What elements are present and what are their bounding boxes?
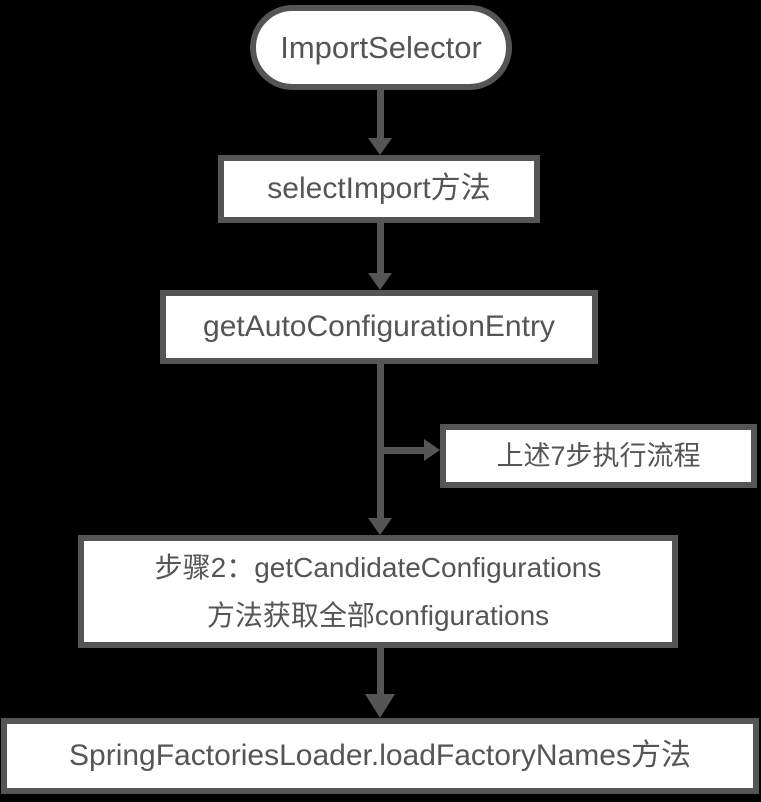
node-step2-label-line2: 方法获取全部configurations [206,599,550,631]
node-get-auto-configuration-entry-label: getAutoConfigurationEntry [203,310,555,343]
node-seven-step-process: 上述7步执行流程 [440,424,757,488]
node-step2-label-line1: 步骤2：getCandidateConfigurations [154,551,602,583]
node-spring-factories-loader: SpringFactoriesLoader.loadFactoryNames方法 [1,718,759,794]
arrow-down-icon [368,518,392,535]
connector-get-auto-configuration-entry-to-step2 [377,362,384,520]
node-get-auto-configuration-entry: getAutoConfigurationEntry [160,290,598,364]
connector-select-import-to-get-auto-configuration-entry [377,221,384,274]
connector-step2-to-spring-factories-loader [377,648,384,696]
node-step2-get-candidate-configurations: 步骤2：getCandidateConfigurations 方法获取全部con… [78,535,678,648]
node-select-import-label: selectImport方法 [267,172,491,205]
node-import-selector: ImportSelector [250,5,512,90]
node-seven-step-process-label: 上述7步执行流程 [496,440,701,471]
node-import-selector-label: ImportSelector [280,29,482,65]
arrow-right-icon [424,439,440,461]
node-spring-factories-loader-label: SpringFactoriesLoader.loadFactoryNames方法 [69,739,691,772]
arrow-down-icon [368,273,392,290]
arrow-down-icon [368,138,392,155]
connector-import-selector-to-select-import [377,88,384,140]
node-select-import: selectImport方法 [218,155,540,223]
arrow-down-icon [365,694,395,718]
connector-branch-to-seven-step-process [381,447,426,454]
